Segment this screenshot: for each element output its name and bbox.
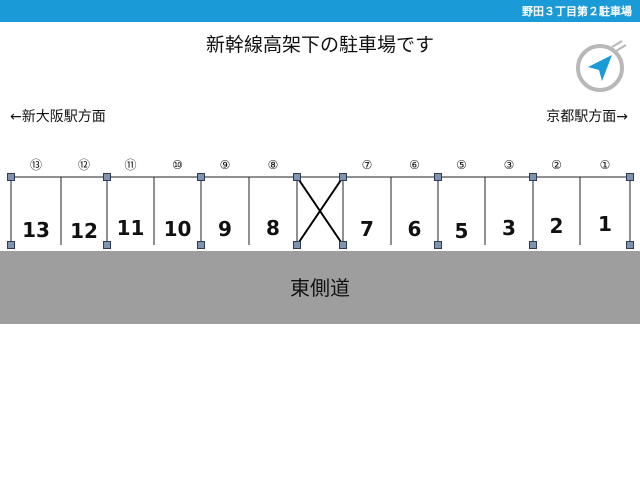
space-circled-number: ① <box>600 158 611 172</box>
space-number: 2 <box>550 214 564 238</box>
east-side-road <box>0 251 640 324</box>
no-parking-cross-line <box>296 176 344 246</box>
pillar-marker <box>434 173 442 181</box>
space-circled-number: ⑧ <box>268 158 279 172</box>
space-circled-number: ⑬ <box>30 158 42 172</box>
space-circled-number: ③ <box>504 158 515 172</box>
pillar-marker <box>197 241 205 249</box>
pillar-marker <box>7 173 15 181</box>
space-number: 5 <box>455 219 469 243</box>
pillar-marker <box>529 173 537 181</box>
pillar-marker <box>626 241 634 249</box>
road-label: 東側道 <box>290 276 350 300</box>
facility-name: 野田３丁目第２駐車場 <box>522 5 632 18</box>
direction-kyoto: 京都駅方面→ <box>546 109 628 125</box>
direction-shin-osaka: ←新大阪駅方面 <box>10 109 106 125</box>
space-circled-number: ⑫ <box>78 158 90 172</box>
space-number: 13 <box>22 218 50 242</box>
pillar-marker <box>626 173 634 181</box>
space-circled-number: ⑥ <box>409 158 420 172</box>
header-bar: 野田３丁目第２駐車場 <box>0 0 640 22</box>
pillar-marker <box>197 173 205 181</box>
pillar-marker <box>103 173 111 181</box>
parking-lot-diagram: ⑬ 13 ⑫ 12 ⑪ 11 ⑩ 10 ⑨ 9 ⑧ 8 ⑦ 7 ⑥ 6 ⑤ 5 ③ 3 ② 2 ① 1 <box>7 158 634 249</box>
pillar-marker <box>293 173 301 181</box>
space-circled-number: ⑤ <box>456 158 467 172</box>
space-circled-number: ⑦ <box>362 158 373 172</box>
space-number: 11 <box>117 216 145 240</box>
pillar-marker <box>293 241 301 249</box>
pillar-marker <box>434 241 442 249</box>
pillar-marker <box>339 241 347 249</box>
pillar-marker <box>339 173 347 181</box>
space-number: 8 <box>266 216 280 240</box>
space-number: 10 <box>164 217 192 241</box>
space-number: 3 <box>502 216 516 240</box>
pillar-marker <box>103 241 111 249</box>
space-circled-number: ② <box>551 158 562 172</box>
page-title: 新幹線高架下の駐車場です <box>205 34 434 56</box>
space-number: 12 <box>70 219 98 243</box>
pillar-marker <box>529 241 537 249</box>
space-number: 6 <box>408 217 422 241</box>
space-circled-number: ⑨ <box>220 158 231 172</box>
north-compass-icon <box>576 40 627 92</box>
space-number: 9 <box>218 217 232 241</box>
space-circled-number: ⑩ <box>172 158 183 172</box>
space-circled-number: ⑪ <box>124 158 136 172</box>
space-number: 7 <box>360 217 374 241</box>
pillar-marker <box>7 241 15 249</box>
space-number: 1 <box>598 212 612 236</box>
